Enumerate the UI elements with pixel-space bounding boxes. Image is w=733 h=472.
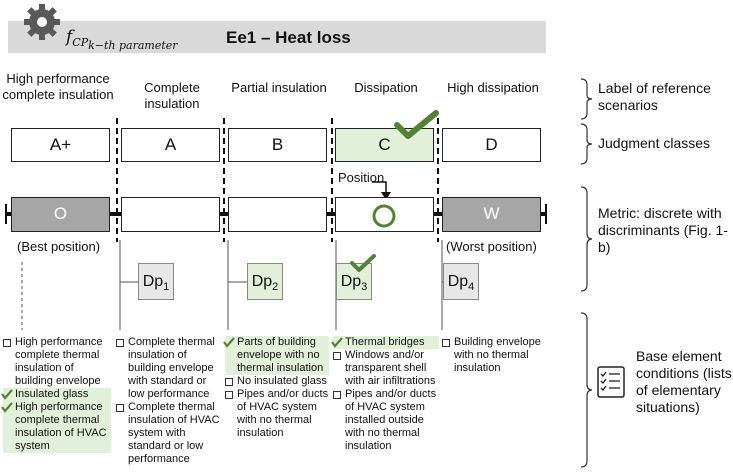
- metric-box: [121, 197, 220, 232]
- checklist-icon: [597, 366, 625, 398]
- check-icon: [1, 402, 13, 413]
- class-box: D: [442, 128, 541, 162]
- class-box: A+: [11, 128, 110, 162]
- conditions-list: Complete thermal insulation of building …: [116, 336, 222, 466]
- metric-box: [228, 197, 327, 232]
- scenario-label: High dissipation: [447, 80, 539, 95]
- worst-position-caption: (Worst position): [446, 239, 537, 254]
- criterion-formula: fCPk−th parameter: [66, 27, 178, 53]
- gear-icon: [24, 4, 60, 40]
- condition-item: Building envelope with no thermal insula…: [442, 336, 542, 375]
- position-marker-icon: [372, 204, 396, 228]
- check-icon: [350, 254, 376, 272]
- label-conditions: Base element conditions (lists of elemen…: [636, 348, 732, 415]
- condition-item-checked: Parts of building envelope with no therm…: [223, 336, 329, 375]
- condition-item: Complete thermal insulation of building …: [116, 336, 222, 401]
- class-box-selected: C: [335, 128, 434, 162]
- conditions-list: Thermal bridges Windows and/or transpare…: [331, 336, 439, 453]
- class-box: B: [228, 128, 327, 162]
- condition-item: High performance complete thermal insula…: [3, 336, 111, 388]
- optimum-box: O: [11, 197, 110, 232]
- discriminant-box-current: Dp3: [336, 263, 372, 300]
- check-icon: [1, 389, 13, 400]
- worst-box: W: [442, 197, 541, 232]
- best-position-caption: (Best position): [17, 239, 101, 254]
- condition-item-checked: Thermal bridges: [331, 336, 439, 349]
- label-scenarios: Label of reference scenarios: [598, 80, 711, 113]
- check-icon: [223, 337, 235, 348]
- scenario-label: Partial insulation: [231, 80, 327, 95]
- check-icon: [331, 337, 343, 348]
- condition-item-checked: Insulated glass: [1, 388, 111, 401]
- conditions-list: High performance complete thermal insula…: [1, 336, 111, 453]
- conditions-list: Building envelope with no thermal insula…: [442, 336, 542, 375]
- condition-item: Complete thermal insulation of HVAC syst…: [116, 401, 222, 466]
- page-title: Ee1 – Heat loss: [226, 28, 351, 47]
- condition-item-checked: High performance complete thermal insula…: [1, 401, 111, 453]
- scenario-label: Dissipation: [354, 80, 418, 95]
- label-metric: Metric: discrete with discriminants (Fig…: [598, 205, 728, 255]
- scenario-label: Complete insulation: [144, 80, 200, 111]
- discriminant-box: Dp4: [443, 263, 479, 300]
- condition-item: Windows and/or transparent shell with ai…: [333, 349, 439, 388]
- condition-item: Pipes and/or ducts of HVAC system with n…: [225, 388, 329, 440]
- condition-item: Pipes and/or ducts of HVAC system instal…: [333, 388, 439, 453]
- conditions-list: Parts of building envelope with no therm…: [223, 336, 329, 440]
- discriminant-box: Dp1: [138, 263, 174, 300]
- scenario-label: High performance complete insulation: [2, 71, 114, 102]
- discriminant-box: Dp2: [247, 263, 283, 300]
- check-icon: [394, 110, 439, 139]
- title-bar: [8, 21, 546, 53]
- position-label: Position: [338, 170, 385, 185]
- label-classes: Judgment classes: [598, 135, 711, 151]
- class-box: A: [121, 128, 220, 162]
- condition-item: No insulated glass: [225, 375, 329, 388]
